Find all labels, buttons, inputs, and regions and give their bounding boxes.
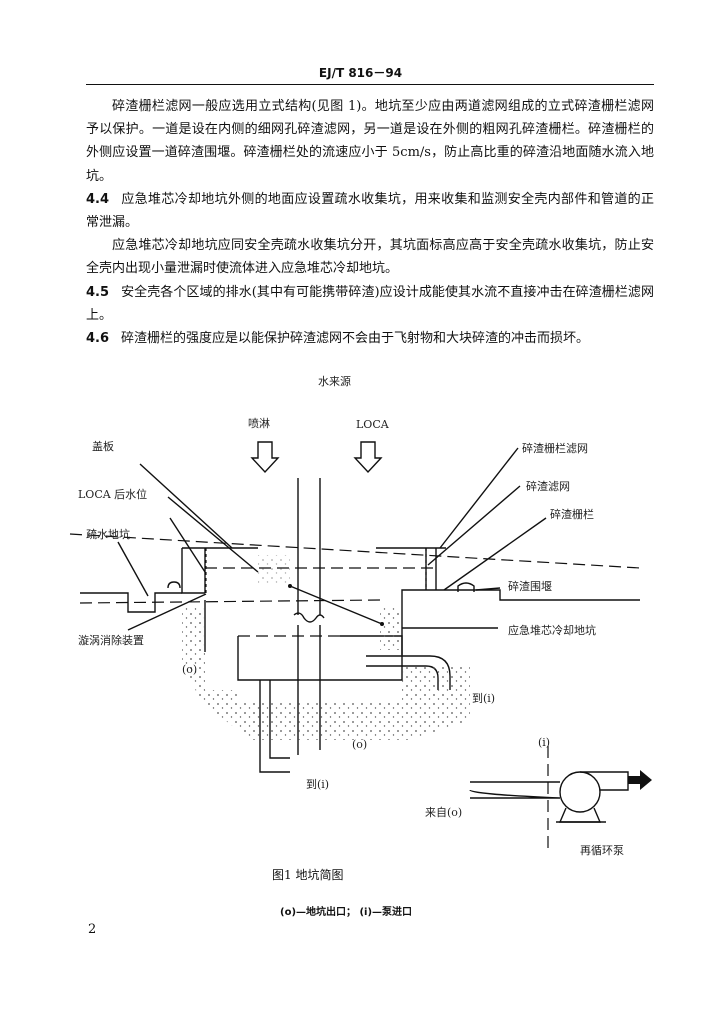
pump-icon <box>559 771 601 813</box>
paragraph-text: 碎渣栅栏的强度应是以能保护碎渣滤网不会由于飞射物和大块碎渣的冲击而损坏。 <box>121 331 590 347</box>
paragraph-text: 应急堆芯冷却地坑外侧的地面应设置疏水收集坑，用来收集和监测安全壳内部件和管道的正… <box>86 191 654 231</box>
pump-discharge-arrow <box>628 770 652 790</box>
label-cover: 盖板 <box>92 440 114 453</box>
body-text: 碎渣栅栏滤网一般应选用立式结构(见图 1)。地坑至少应由两道滤网组成的立式碎渣栅… <box>86 95 654 350</box>
label-water-source: 水来源 <box>318 375 351 388</box>
spray-pipe <box>297 478 321 755</box>
label-pump: 再循环泵 <box>580 844 624 857</box>
header-code: EJ/T 816－94 <box>318 66 403 80</box>
ground-right <box>401 589 640 601</box>
section-number: 4.6 <box>86 331 110 347</box>
water-level-line <box>69 533 641 569</box>
label-debris-grate: 碎渣栅栏 <box>550 508 594 521</box>
figure-legend: (o)—地坑出口； (i)—泵进口 <box>280 907 413 918</box>
label-ecc-sump: 应急堆芯冷却地坑 <box>508 624 596 637</box>
label-to-i: 到(i) <box>472 692 496 705</box>
loca-arrow <box>353 441 383 474</box>
label-debris-weir: 碎渣围堰 <box>508 580 552 593</box>
label-loca-level: LOCA 后水位 <box>78 488 148 501</box>
section-number: 4.4 <box>86 191 110 207</box>
paragraph-text: 安全壳各个区域的排水(其中有可能携带碎渣)应设计成能使其水流不直接冲击在碎渣栅栏… <box>86 284 654 323</box>
label-outlet-o: (o) <box>352 738 368 751</box>
figure-caption: 图1 地坑简图 <box>272 868 344 882</box>
page-number: 2 <box>88 922 97 937</box>
paragraph: 碎渣栅栏滤网一般应选用立式结构(见图 1)。地坑至少应由两道滤网组成的立式碎渣栅… <box>86 99 654 184</box>
label-pump-inlet-i: (i) <box>538 736 551 749</box>
header-rule <box>86 84 654 85</box>
spray-arrow <box>250 441 280 474</box>
suction-pipe <box>469 781 561 799</box>
pit-left-wall <box>181 548 205 594</box>
label-debris-screen-filter: 碎渣栅栏滤网 <box>522 442 588 455</box>
label-drain-pit: 疏水地坑 <box>86 528 130 541</box>
label-outlet-o: (o) <box>182 663 198 676</box>
label-vortex: 漩涡消除装置 <box>78 634 144 647</box>
label-from-o: 来自(o) <box>425 806 463 819</box>
ground-left <box>80 592 182 613</box>
label-debris-filter: 碎渣滤网 <box>526 480 570 493</box>
paragraph: 应急堆芯冷却地坑应同安全壳疏水收集坑分开，其坑面标高应高于安全壳疏水收集坑，防止… <box>86 238 654 277</box>
label-spray: 喷淋 <box>248 417 270 430</box>
section-number: 4.5 <box>86 284 110 300</box>
label-loca: LOCA <box>356 418 389 431</box>
debris-weir <box>457 582 475 592</box>
label-to-i: 到(i) <box>306 778 330 791</box>
paragraph-4-6: 4.6 碎渣栅栏的强度应是以能保护碎渣滤网不会由于飞射物和大块碎渣的冲击而损坏。 <box>86 327 654 350</box>
soil-hatch <box>182 608 470 740</box>
